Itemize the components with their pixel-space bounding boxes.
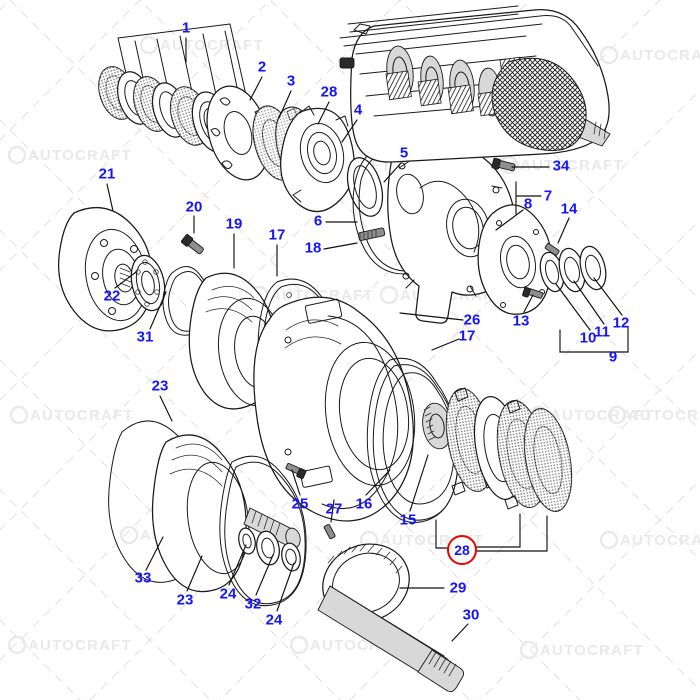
- gasket-17-lower: [366, 357, 459, 523]
- callout-number-5[interactable]: 5: [399, 144, 409, 162]
- callout-number-23[interactable]: 23: [176, 591, 194, 609]
- leader-line: [474, 515, 548, 552]
- callout-number-14[interactable]: 14: [560, 200, 578, 218]
- ring-11: [558, 247, 586, 293]
- bolt-34: [491, 157, 516, 172]
- clutch-drum-4: [280, 105, 358, 213]
- leader-line: [573, 280, 605, 325]
- main-housing-26: [253, 296, 416, 522]
- clutch-plate: [523, 408, 573, 512]
- callout-number-34[interactable]: 34: [552, 157, 570, 175]
- callout-number-13[interactable]: 13: [512, 312, 530, 330]
- bolt-27: [323, 524, 336, 540]
- callout-number-24[interactable]: 24: [219, 585, 237, 603]
- callout-number-9[interactable]: 9: [608, 348, 618, 366]
- callout-number-3[interactable]: 3: [286, 72, 296, 90]
- leader-line: [523, 294, 534, 313]
- callout-number-28[interactable]: 28: [320, 83, 338, 101]
- callout-number-33[interactable]: 33: [134, 569, 152, 587]
- splined-hub-15: [422, 402, 452, 450]
- leader-line: [399, 312, 464, 321]
- leader-line: [249, 76, 263, 101]
- leader-line: [383, 162, 402, 183]
- leader-line: [291, 469, 301, 496]
- callout-number-8[interactable]: 8: [523, 195, 533, 213]
- leader-line: [495, 209, 524, 231]
- leader-line: [330, 499, 335, 523]
- leader-line: [557, 217, 570, 244]
- leader-line: [159, 395, 173, 422]
- callout-number-10[interactable]: 10: [579, 329, 597, 347]
- seal-ring-6: [346, 157, 384, 217]
- callout-number-24[interactable]: 24: [265, 611, 283, 629]
- callout-number-11[interactable]: 11: [594, 323, 610, 341]
- ring-24a: [238, 527, 256, 555]
- leader-line: [114, 271, 137, 289]
- leader-line: [451, 623, 469, 642]
- leader-line: [278, 90, 292, 119]
- leader-line: [409, 454, 429, 512]
- leader-line: [555, 283, 591, 331]
- callout-number-1[interactable]: 1: [181, 19, 191, 37]
- bolt-20: [180, 234, 204, 255]
- pin-14: [544, 243, 560, 256]
- callout-number-4[interactable]: 4: [353, 101, 363, 119]
- callout-number-12[interactable]: 12: [612, 314, 630, 332]
- callout-number-17[interactable]: 17: [268, 226, 286, 244]
- clutch-plate-pack-28: [445, 387, 573, 512]
- callout-number-25[interactable]: 25: [291, 495, 309, 513]
- ring-24b: [281, 542, 301, 572]
- leader-line: [106, 183, 114, 212]
- callout-number-28[interactable]: 28: [447, 535, 477, 565]
- leader-line: [228, 544, 247, 586]
- callout-number-21[interactable]: 21: [98, 165, 116, 183]
- bearing-carrier-8: [477, 204, 553, 315]
- callout-number-30[interactable]: 30: [462, 606, 480, 624]
- bearing-22: [130, 254, 166, 312]
- leader-line: [255, 554, 274, 596]
- ring-16: [382, 372, 455, 505]
- leader-line: [145, 536, 164, 571]
- leader-line: [186, 555, 203, 592]
- output-shaft-30: [317, 585, 465, 693]
- callout-number-23[interactable]: 23: [151, 377, 169, 395]
- leader-line: [149, 291, 167, 330]
- callout-number-32[interactable]: 32: [244, 595, 262, 613]
- leader-line: [435, 519, 451, 549]
- leader-line: [515, 181, 542, 215]
- leader-line: [365, 469, 391, 496]
- ring-10: [539, 251, 565, 293]
- leader-line: [559, 327, 629, 353]
- leader-line: [317, 101, 330, 125]
- callout-number-18[interactable]: 18: [304, 239, 322, 257]
- leader-line: [593, 277, 623, 316]
- gearbox-assembly: [339, 5, 611, 163]
- leader-line: [323, 242, 358, 250]
- bolt-13: [522, 286, 544, 299]
- callout-number-26[interactable]: 26: [463, 311, 481, 329]
- shaft-stub: [243, 507, 301, 549]
- callout-number-20[interactable]: 20: [185, 198, 203, 216]
- drum-shell-23b: [219, 455, 307, 607]
- callout-number-2[interactable]: 2: [257, 58, 267, 76]
- callout-number-17[interactable]: 17: [458, 327, 476, 345]
- callout-number-16[interactable]: 16: [355, 495, 373, 513]
- leader-line: [276, 562, 295, 612]
- callout-number-15[interactable]: 15: [399, 511, 417, 529]
- drum-shell-23a: [151, 434, 250, 593]
- leader-line: [474, 513, 521, 548]
- callout-number-7[interactable]: 7: [543, 187, 553, 205]
- stud-18: [357, 227, 386, 242]
- callout-number-6[interactable]: 6: [313, 212, 323, 230]
- callout-number-22[interactable]: 22: [103, 287, 121, 305]
- leader-line: [431, 338, 460, 351]
- callout-number-19[interactable]: 19: [225, 215, 243, 233]
- callout-number-27[interactable]: 27: [325, 500, 343, 518]
- callout-number-31[interactable]: 31: [136, 328, 154, 346]
- callout-number-29[interactable]: 29: [449, 579, 467, 597]
- ring-32: [256, 530, 280, 566]
- leader-line: [341, 119, 358, 143]
